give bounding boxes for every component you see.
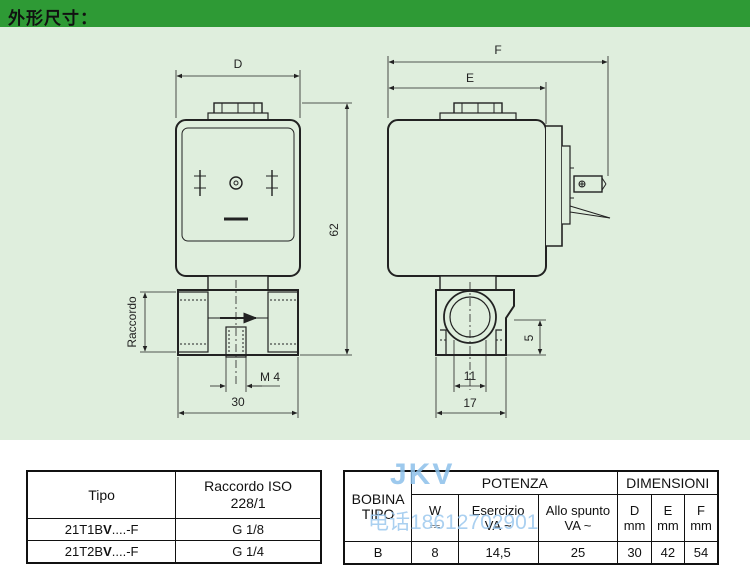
header-d-label: D mm (623, 503, 646, 533)
side-view (387, 56, 611, 418)
table-row: 21T2BV....-F G 1/4 (26, 540, 322, 564)
section-title: 外形尺寸： (8, 9, 98, 29)
tables-area: Tipo Raccordo ISO 228/1 21T1BV....-F G 1… (0, 440, 750, 581)
front-view (140, 70, 352, 418)
header-esercizio: Esercizio VA ~ (457, 494, 539, 542)
header-w: W⎓ (411, 494, 459, 542)
dim-label-17: 17 (463, 396, 477, 410)
dim-label-raccordo: Raccordo (125, 296, 139, 348)
header-w-label: W (428, 502, 442, 518)
header-esercizio-label: Esercizio VA ~ (471, 503, 525, 533)
d-cell: 30 (617, 541, 652, 565)
raccordo-cell: G 1/4 (175, 540, 322, 564)
bobina-table: BOBINA TIPO POTENZA DIMENSIONI W⎓ Eserci… (343, 470, 719, 565)
table-row: B 8 14,5 25 30 42 54 (343, 541, 719, 565)
tipo-bold: V (103, 544, 112, 559)
tipo-prefix: 21T2B (64, 544, 104, 559)
table-row: 21T1BV....-F G 1/8 (26, 518, 322, 541)
dimension-drawing: D F E 62 Raccordo M 4 30 11 17 5 (0, 27, 750, 440)
header-spunto-label: Allo spunto VA ~ (545, 503, 611, 533)
header-tipo: Tipo (26, 470, 177, 519)
tipo-cell: 21T2BV....-F (26, 540, 177, 564)
dim-label-d: D (234, 57, 243, 71)
esercizio-cell: 14,5 (457, 541, 539, 565)
header-raccordo-label: Raccordo ISO 228/1 (204, 478, 293, 511)
tipo-cell: 21T1BV....-F (26, 518, 177, 541)
e-cell: 42 (650, 541, 686, 565)
dim-label-62: 62 (327, 223, 341, 237)
tipo-bold: V (103, 522, 112, 537)
dim-label-f: F (494, 43, 501, 57)
w-cell: 8 (411, 541, 459, 565)
tipo-suffix: ....-F (111, 522, 139, 537)
header-spunto: Allo spunto VA ~ (537, 494, 619, 542)
header-e-label: E mm (657, 503, 679, 533)
header-e: E mm (650, 494, 686, 542)
dc-symbol-icon: ⎓ (429, 518, 441, 534)
dim-label-11: 11 (464, 369, 477, 383)
header-bobina: BOBINA TIPO (343, 470, 413, 542)
header-potenza: POTENZA (411, 470, 619, 495)
header-f: F mm (684, 494, 719, 542)
header-d: D mm (617, 494, 652, 542)
spunto-cell: 25 (537, 541, 619, 565)
tipo-prefix: 21T1B (64, 522, 104, 537)
tipo-table: Tipo Raccordo ISO 228/1 21T1BV....-F G 1… (26, 470, 322, 564)
dim-label-5: 5 (522, 334, 536, 341)
header-f-label: F mm (690, 503, 712, 533)
header-dimensioni: DIMENSIONI (617, 470, 719, 495)
header-raccordo: Raccordo ISO 228/1 (175, 470, 322, 519)
bobina-cell: B (343, 541, 413, 565)
dim-label-e: E (466, 71, 474, 85)
valve-drawing-svg: D F E 62 Raccordo M 4 30 11 17 5 (125, 43, 611, 418)
header-bobina-label: BOBINA TIPO (351, 490, 405, 522)
dim-label-m4: M 4 (260, 370, 280, 384)
section-banner: 外形尺寸： (0, 0, 750, 29)
dim-label-30: 30 (231, 395, 245, 409)
raccordo-cell: G 1/8 (175, 518, 322, 541)
tipo-suffix: ....-F (111, 544, 139, 559)
f-cell: 54 (684, 541, 719, 565)
